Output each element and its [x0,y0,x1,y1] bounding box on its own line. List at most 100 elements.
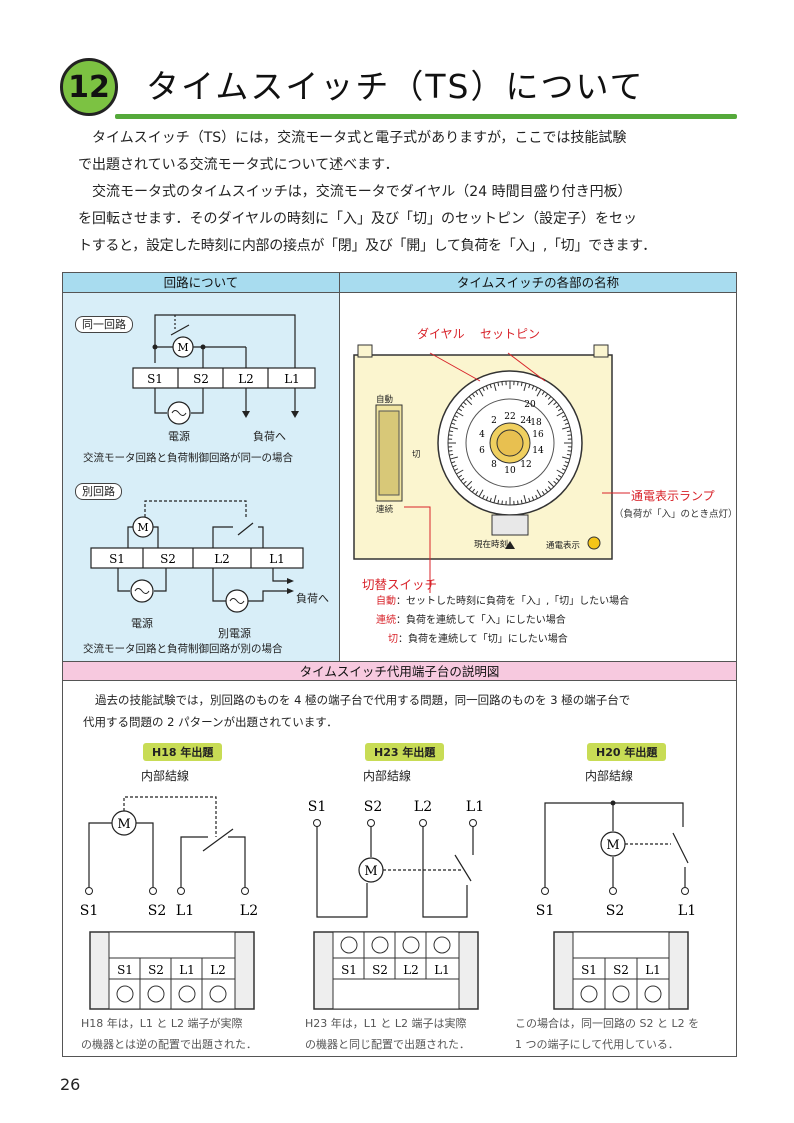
dial-tick [452,418,457,422]
dial-tick [531,385,535,390]
dial-tick [562,426,571,430]
switch-auto-label: 自動 [376,395,394,405]
dial-tick [468,396,473,400]
dial-tick [493,495,497,504]
dial-tick [497,382,500,387]
same-terminal-l2: L2 [238,372,254,386]
dial-number-6: 6 [479,446,485,456]
dial-tick [556,411,564,417]
case-h18-label-s2: S2 [148,903,167,919]
intro-line-3: 交流モータ式のタイムスイッチは，交流モータでダイヤル（24 時間目盛り付き円板） [92,184,632,200]
sep-terminal-l2: L2 [214,552,230,566]
dial-tick [449,453,454,456]
dial-tick [547,396,552,400]
same-circuit-caption: 交流モータ回路と負荷制御回路が同一の場合 [83,452,293,464]
dial-tick [563,464,568,468]
dial-tick [536,389,542,397]
case-h23-year: H23 年出題 [365,743,445,761]
dial-tick [454,415,459,418]
dial-tick [562,456,571,460]
switch-off-label: 切 [412,450,421,460]
dial-tick [547,398,555,406]
parts-panel: ダイヤル セットピン 22 24 2 4 6 8 [340,293,738,661]
page-number: 26 [60,1075,81,1094]
dial-tick [520,382,523,387]
dial-tick [475,490,479,495]
dial-tick [555,404,560,409]
dial-tick [471,393,476,398]
case-h18-motor: M [117,817,130,832]
switch-item-cont: 連続：負荷を連続して「入」にしたい場合 [376,615,566,626]
case-h20-caption: この場合は，同一回路の S2 と L2 を 1 つの端子にして代用している． [515,1017,700,1051]
dial-tick [528,384,531,389]
lamp-label: 通電表示ランプ [631,489,715,503]
intro-line-5: トすると，設定した時刻に内部の接点が「閉」及び「開」して負荷を「入」,「切」でき… [78,238,657,254]
separate-power2-label: 別電源 [218,627,251,640]
parts-section-header: タイムスイッチの各部の名称 [340,273,736,293]
dial-tick [489,384,492,389]
dial-tick [555,477,560,482]
dial-tick [463,480,467,485]
intro-line-4: を回転させます．そのダイヤルの時刻に「入」及び「切」のセットピン（設定子）をセッ [78,211,638,227]
case-h20-terminal-block: S1 S2 L1 [553,931,689,1010]
dial-tick [475,391,479,396]
separate-circuit-tag: 別回路 [75,483,122,500]
terminal-intro: 過去の技能試験では，別回路のものを 4 極の端子台で代用する問題，同一回路のもの… [83,693,631,729]
dial-tick [561,415,566,418]
energize-label: 通電表示 [546,541,581,551]
case-h23-motor: M [364,864,377,879]
switch-items: 自動：セットした時刻に負荷を「入」,「切」したい場合 連続：負荷を連続して「入」… [376,592,629,649]
case-h23-terminal-block: S1 S2 L2 L1 [313,931,479,1010]
motor-symbol: M [177,341,188,354]
dial-tick [451,461,456,464]
separate-power-label: 電源 [131,617,153,630]
dial-tick [463,401,467,406]
dial-tick [520,499,523,504]
dial-number-16: 16 [532,430,544,440]
dial-tick [561,468,566,471]
case-h20-wiring-label: 内部結線 [585,769,634,783]
dial-tick [547,486,552,490]
dial-number-2: 2 [491,416,497,426]
case-h18-diagram: M S1 S2 L1 L2 [80,796,258,919]
same-load-label: 負荷へ [253,430,286,443]
switch-title: 切替スイッチ [362,577,438,592]
setpin-label: セットピン [480,327,541,341]
dial-tick [535,494,538,499]
dial-tick [478,489,484,497]
dial-tick [501,500,503,505]
dial-tick [451,422,456,425]
dial-tick [456,411,464,417]
dial-tick [501,381,503,386]
dial-tick [482,494,485,499]
case-h23-label-l2: L2 [414,799,432,815]
title-underline [115,114,737,119]
case-h20-motor: M [606,838,619,853]
dial-number-10: 10 [504,466,516,476]
dial-number-24: 24 [520,416,532,426]
dial-number-20: 20 [524,400,536,410]
case-h18-caption: H18 年は，L1 と L2 端子が実際 の機器とは逆の配置で出題された． [81,1017,257,1051]
dial-tick [460,477,465,482]
dial-tick [448,434,453,436]
case-h18-tb-s2: S2 [148,963,164,977]
dial-tick [489,497,492,502]
dial-tick [468,486,473,490]
dial-tick [478,389,484,397]
dial-tick [564,422,569,425]
dial-tick [557,408,562,412]
same-power-label: 電源 [168,430,190,443]
switch-cont-label: 連続 [376,505,394,515]
intro-line-1: タイムスイッチ（TS）には，交流モータ式と電子式がありますが，ここでは技能試験 [92,130,627,146]
dial-tick [564,461,569,464]
intro-line-2: で出題されている交流モータ式について述べます． [78,157,399,173]
dial-tick [541,490,545,495]
switch-item-off: 切：負荷を連続して「切」にしたい場合 [388,634,568,645]
switch-item-auto: 自動：セットした時刻に負荷を「入」,「切」したい場合 [376,596,630,607]
dial-tick [566,453,571,456]
sep-terminal-s1: S1 [109,552,125,566]
current-time-label: 現在時刻 [474,540,509,550]
dial-tick [523,382,527,391]
dial-tick [449,430,454,433]
case-h20-diagram: M S1 S2 L1 [536,800,696,919]
